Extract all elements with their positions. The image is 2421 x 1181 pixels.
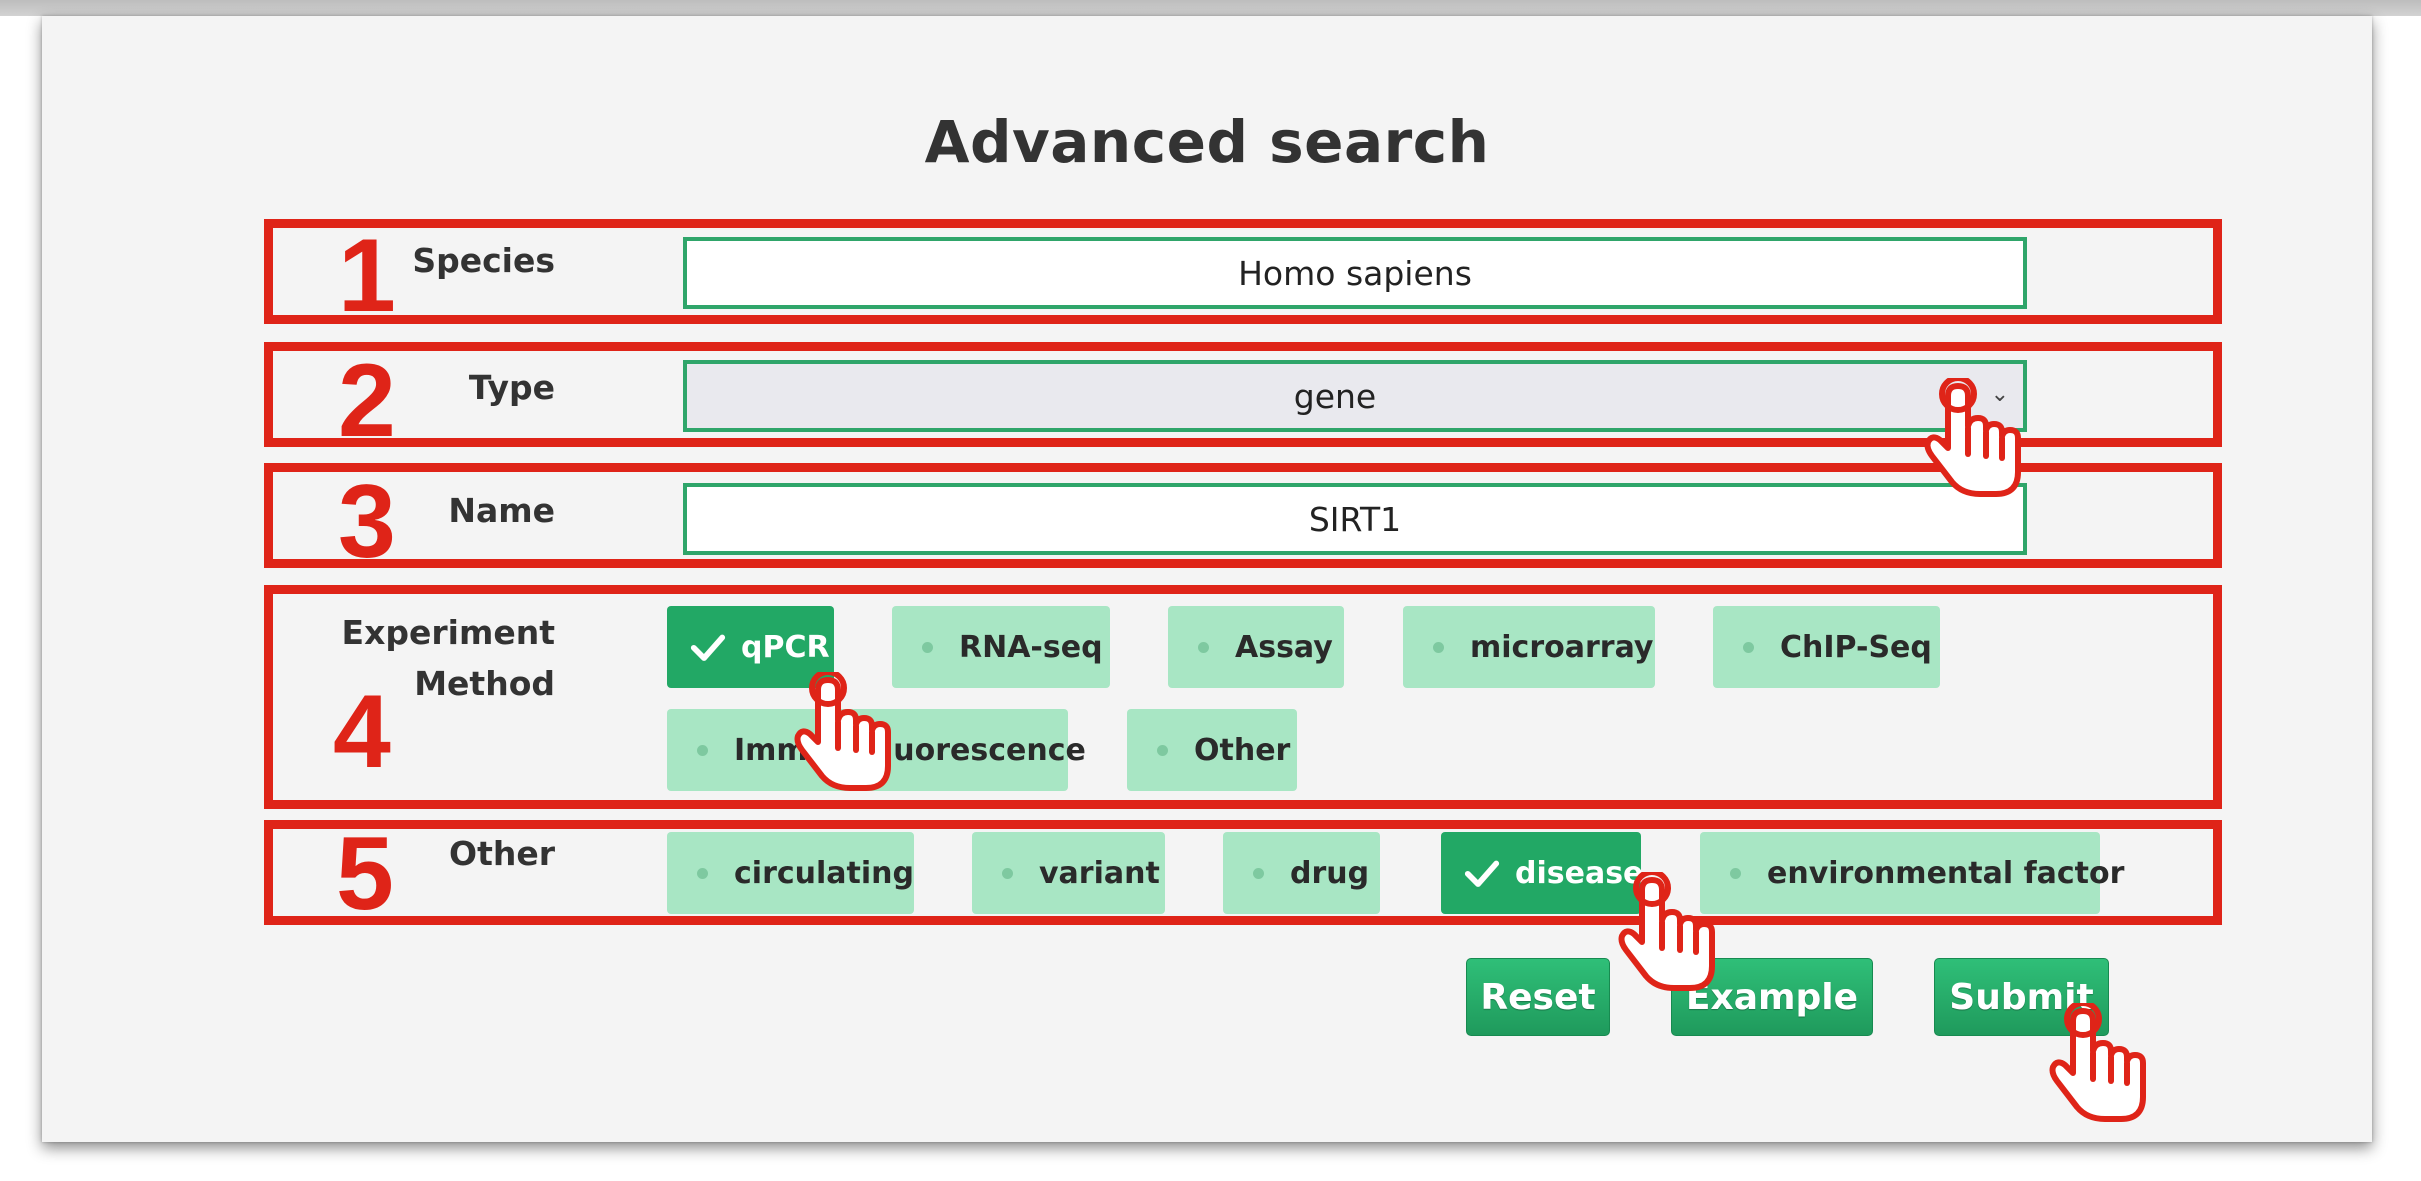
name-input[interactable]: SIRT1 [683, 483, 2027, 555]
name-label: Name [448, 491, 555, 530]
method-chip-assay[interactable]: Assay [1168, 606, 1344, 688]
method-chip-chip-seq[interactable]: ChIP-Seq [1713, 606, 1940, 688]
species-value: Homo sapiens [1238, 253, 1472, 293]
method-chip-label: Other [1194, 732, 1291, 768]
experiment-method-label-line1: Experiment [341, 613, 555, 652]
checkmark-icon [1464, 860, 1500, 887]
section-number-2: 2 [338, 343, 396, 459]
unchecked-dot-icon [1002, 867, 1013, 879]
unchecked-dot-icon [1253, 867, 1264, 879]
unchecked-dot-icon [1198, 641, 1209, 653]
unchecked-dot-icon [1157, 744, 1168, 756]
unchecked-dot-icon [697, 744, 708, 756]
other-label: Other [449, 834, 555, 873]
method-chip-label: qPCR [741, 629, 830, 665]
other-chip-variant[interactable]: variant [972, 832, 1165, 914]
method-chip-label: microarray [1470, 629, 1654, 665]
type-select[interactable]: gene ⌄ [683, 360, 2027, 432]
method-chip-label: Assay [1235, 629, 1333, 665]
other-chip-label: disease [1515, 855, 1644, 891]
hand-pointer-icon [1924, 378, 2021, 497]
other-chip-drug[interactable]: drug [1223, 832, 1380, 914]
other-chip-label: environmental factor [1767, 855, 2125, 891]
species-input[interactable]: Homo sapiens [683, 237, 2027, 309]
hand-pointer-icon [794, 672, 891, 791]
type-selected-value: gene [1293, 376, 1377, 416]
checkmark-icon [690, 634, 726, 661]
unchecked-dot-icon [1433, 641, 1444, 653]
section-species [264, 219, 2222, 324]
name-value: SIRT1 [1308, 499, 1402, 539]
other-chip-environmental-factor[interactable]: environmental factor [1700, 832, 2124, 914]
unchecked-dot-icon [697, 867, 708, 879]
method-chip-label: Immunofluorescence [734, 732, 1086, 768]
unchecked-dot-icon [922, 641, 933, 653]
chevron-down-icon[interactable]: ⌄ [1990, 382, 2009, 407]
window-top-strip [0, 0, 2421, 16]
hand-pointer-icon [1618, 872, 1715, 991]
hand-pointer-icon [2049, 1003, 2146, 1122]
method-chip-microarray[interactable]: microarray [1403, 606, 1655, 688]
search-panel: Advanced search [42, 16, 2372, 1142]
other-chip-label: variant [1039, 855, 1160, 891]
other-chip-label: circulating [734, 855, 914, 891]
section-number-4: 4 [333, 674, 391, 790]
other-chip-disease[interactable]: disease [1441, 832, 1644, 914]
method-chip-label: RNA-seq [959, 629, 1103, 665]
section-other [264, 820, 2222, 925]
type-label: Type [468, 368, 555, 407]
section-number-1: 1 [338, 218, 396, 334]
method-chip-other[interactable]: Other [1127, 709, 1297, 791]
method-chip-qpcr[interactable]: qPCR [667, 606, 834, 688]
experiment-method-label-line2: Method [414, 664, 555, 703]
species-label: Species [412, 241, 555, 280]
other-chip-circulating[interactable]: circulating [667, 832, 914, 914]
method-chip-label: ChIP-Seq [1780, 629, 1932, 665]
page-title: Advanced search [924, 108, 1490, 176]
other-chip-label: drug [1290, 855, 1370, 891]
section-experiment-method [264, 585, 2222, 809]
section-number-5: 5 [336, 816, 394, 932]
section-type [264, 342, 2222, 447]
unchecked-dot-icon [1730, 867, 1741, 879]
section-name [264, 463, 2222, 568]
method-chip-rna-seq[interactable]: RNA-seq [892, 606, 1110, 688]
unchecked-dot-icon [1743, 641, 1754, 653]
section-number-3: 3 [338, 464, 396, 580]
reset-button[interactable]: Reset [1466, 958, 1610, 1036]
